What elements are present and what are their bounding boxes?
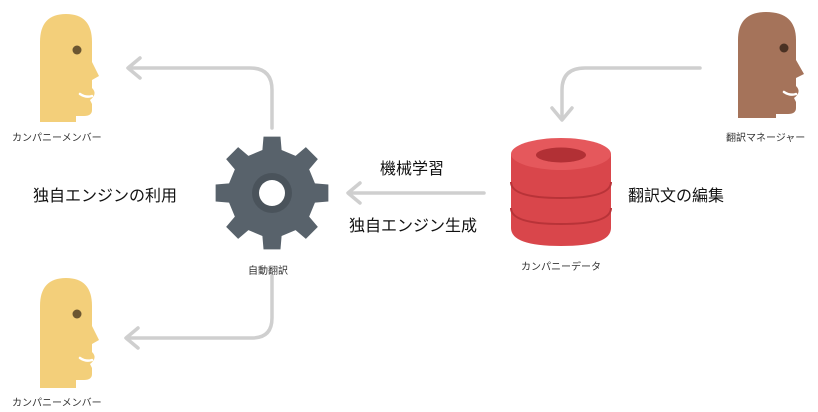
manager-label: 翻訳マネージャー (726, 133, 806, 144)
member-avatar-icon-bottom (40, 278, 99, 388)
arrow-database-to-engine (346, 181, 486, 205)
arrow-engine-to-bottom-member (124, 274, 274, 350)
database-label: カンパニーデータ (521, 262, 601, 273)
caption-edit-translation: 翻訳文の編集 (628, 186, 725, 205)
member-avatar-icon-top (40, 14, 99, 122)
caption-generate-engine: 独自エンジン生成 (349, 216, 478, 235)
member-label-bottom: カンパニーメンバー (12, 398, 102, 409)
engine-label: 自動翻訳 (248, 266, 288, 277)
database-icon (510, 138, 612, 246)
arrow-manager-to-database (550, 66, 702, 122)
caption-machine-learning: 機械学習 (380, 159, 445, 178)
arrow-engine-to-top-member (126, 56, 274, 130)
member-label-top: カンパニーメンバー (12, 133, 102, 144)
manager-avatar-icon (738, 12, 804, 118)
gear-icon (215, 136, 329, 250)
caption-use-engine: 独自エンジンの利用 (33, 186, 178, 205)
